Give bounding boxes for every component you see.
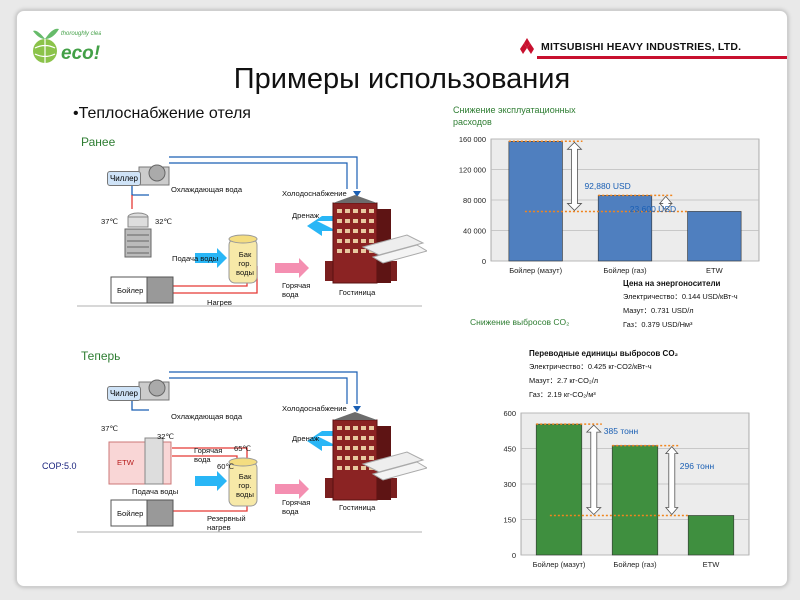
diagram-after-lines: [77, 371, 427, 533]
y-tick-label: 0: [512, 551, 516, 560]
energy-prices-title: Цена на энергоносители: [623, 279, 721, 288]
temp-37-label: 37℃: [101, 217, 118, 226]
hot-water-top-label: Горячая вода: [194, 446, 223, 465]
difference-arrow: [566, 141, 583, 212]
reserve-heating-label: Резервный нагрев: [207, 514, 246, 533]
boiler-label: Бойлер: [117, 286, 144, 295]
diagram-after: Чиллер Охлаждающая вода 37℃ 32℃ Холодосн…: [77, 366, 427, 533]
cost-chart-title: Снижение эксплуатационных расходов: [453, 105, 576, 127]
cooling-water-label: Охлаждающая вода: [171, 412, 243, 421]
heating-label: Нагрев: [207, 298, 232, 307]
hotel-label: Гостиница: [339, 288, 376, 297]
x-tick-label: ETW: [706, 266, 724, 275]
co2-chart-title: Снижение выбросов CO₂: [470, 317, 570, 327]
difference-arrow: [585, 424, 602, 516]
chiller-box: Чиллер: [107, 171, 141, 186]
x-tick-label: Бойлер (газ): [603, 266, 647, 275]
y-tick-label: 300: [503, 480, 516, 489]
y-tick-label: 120 000: [459, 166, 486, 175]
annotation-label: 296 тонн: [680, 461, 715, 471]
annotation-label: 385 тонн: [604, 426, 639, 436]
bar: [611, 445, 659, 556]
y-tick-label: 160 000: [459, 135, 486, 144]
x-tick-label: ETW: [703, 560, 721, 569]
annotation-label: 92,880 USD: [584, 181, 630, 191]
price-gas: Газ：0.379 USD/Нм³: [623, 320, 693, 329]
slide: thoroughly cleaner eco! MITSUBISHI HEAVY…: [16, 10, 788, 587]
drain-label: Дренаж: [292, 211, 320, 220]
tank-label: Бак гор. воды: [236, 472, 254, 500]
annotation-label: 23,600 USD: [630, 204, 676, 214]
water-supply-label: Подача воды: [172, 254, 219, 263]
factor-electricity: Электричество：0.425 кг-CO2/кВт-ч: [529, 362, 652, 371]
cooling-water-label: Охлаждающая вода: [171, 185, 243, 194]
difference-arrow: [664, 446, 679, 516]
x-tick-label: Бойлер (мазут): [533, 560, 586, 569]
y-tick-label: 600: [503, 409, 516, 418]
cold-supply-label: Холодоснабжение: [282, 189, 347, 198]
page-title: Примеры использования: [233, 63, 571, 95]
bar: [535, 423, 583, 556]
y-tick-label: 80 000: [463, 196, 486, 205]
mitsubishi-diamond-icon: [520, 38, 534, 54]
diagram-before-lines: [77, 156, 427, 307]
bar: [687, 515, 735, 556]
etw-label: ETW: [117, 458, 134, 467]
water-supply-label: Подача воды: [132, 487, 179, 496]
bar: [508, 140, 563, 262]
difference-arrow: [658, 195, 673, 212]
cold-supply-label: Холодоснабжение: [282, 404, 347, 413]
factor-oil: Мазут：2.7 кг-CO₂/л: [529, 376, 599, 385]
company-logo: MITSUBISHI HEAVY INDUSTRIES, LTD.: [517, 38, 787, 60]
svg-text:eco!: eco!: [61, 43, 100, 64]
bar: [687, 211, 742, 262]
price-oil: Мазут：0.731 USD/л: [623, 306, 694, 315]
hotel-label: Гостиница: [339, 503, 376, 512]
price-electricity: Электричество：0.144 USD/кВт-ч: [623, 292, 738, 301]
temp-65-label: 65℃: [234, 444, 251, 453]
cop-label: COP:5.0: [42, 461, 77, 471]
y-tick-label: 40 000: [463, 227, 486, 236]
page-subtitle: •Теплоснабжение отеля: [73, 105, 251, 122]
company-name: MITSUBISHI HEAVY INDUSTRIES, LTD.: [541, 41, 742, 53]
boiler-label: Бойлер: [117, 509, 144, 518]
section-label-after: Теперь: [81, 349, 121, 363]
temp-60-label: 60℃: [217, 462, 234, 471]
section-label-before: Ранее: [81, 135, 116, 149]
company-underline: [537, 56, 787, 59]
y-tick-label: 450: [503, 445, 516, 454]
y-tick-label: 0: [482, 257, 486, 266]
bar: [597, 195, 653, 262]
temp-32-label: 32℃: [155, 217, 172, 226]
hot-water-label: Горячая вода: [282, 281, 311, 300]
x-tick-label: Бойлер (мазут): [509, 266, 562, 275]
drain-label: Дренаж: [292, 434, 320, 443]
tank-label: Бак гор. воды: [236, 250, 254, 278]
hot-water-label: Горячая вода: [282, 498, 311, 517]
co2-factors-title: Переводные единицы выбросов CO₂: [529, 349, 679, 358]
chiller-box: Чиллер: [107, 386, 141, 401]
x-tick-label: Бойлер (газ): [613, 560, 657, 569]
factor-gas: Газ：2.19 кг-CO₂/м³: [529, 390, 596, 399]
y-tick-label: 150: [503, 516, 516, 525]
diagram-before: Чиллер Охлаждающая вода 37℃ 32℃ Холодосн…: [77, 151, 427, 311]
eco-logo: thoroughly cleaner eco!: [33, 28, 101, 64]
svg-text:thoroughly cleaner: thoroughly cleaner: [61, 31, 101, 37]
temp-37-label: 37℃: [101, 424, 118, 433]
temp-32-label: 32℃: [157, 432, 174, 441]
